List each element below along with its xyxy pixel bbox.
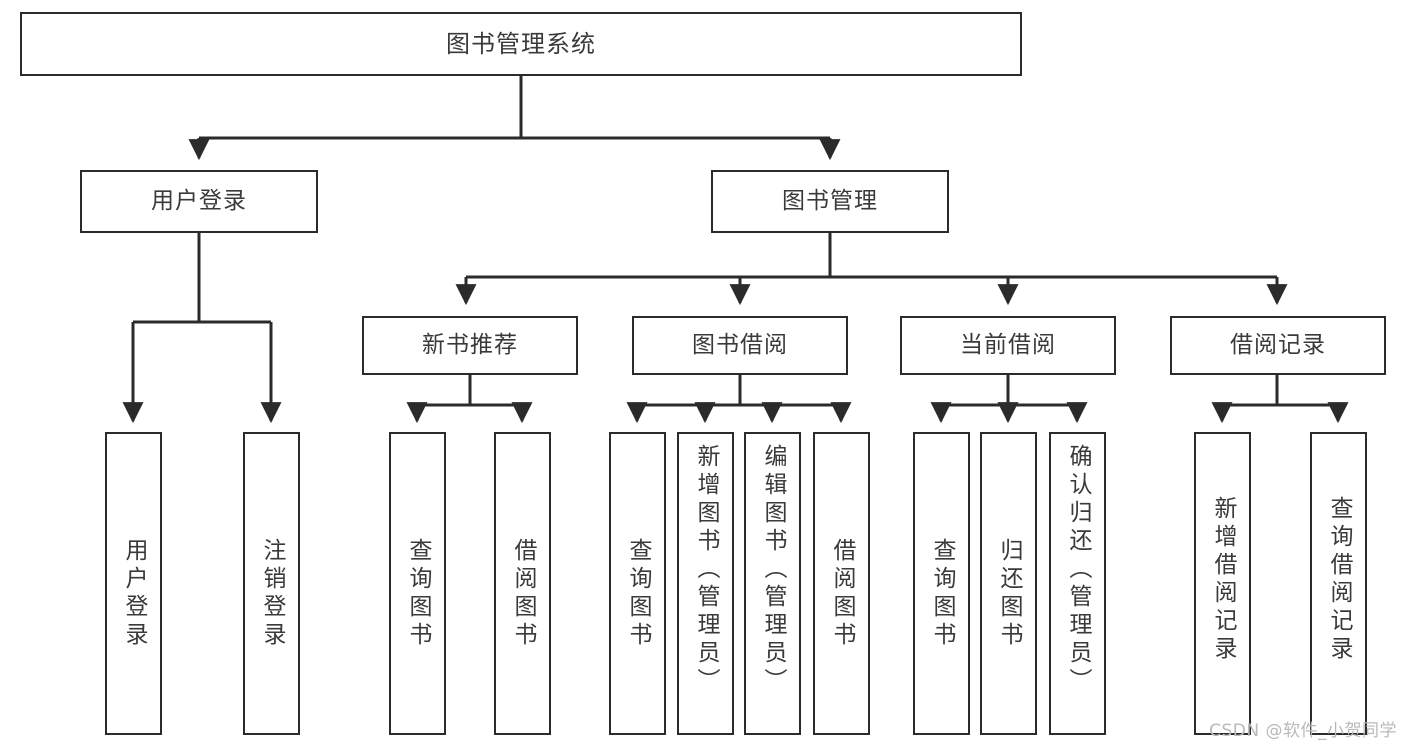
node-book-management[interactable]: 图书管理 xyxy=(711,170,949,233)
node-label: 借阅记录 xyxy=(1230,331,1326,358)
node-leaf-add-book-admin[interactable]: 新增图书（管理员） xyxy=(677,432,734,735)
node-leaf-logout[interactable]: 注销登录 xyxy=(243,432,300,735)
node-borrowing-record[interactable]: 借阅记录 xyxy=(1170,316,1386,375)
node-user-login[interactable]: 用户登录 xyxy=(80,170,318,233)
node-label: 新书推荐 xyxy=(422,331,518,358)
node-leaf-borrow-book-new[interactable]: 借阅图书 xyxy=(494,432,551,735)
node-label: 查询图书 xyxy=(625,538,651,650)
node-label: 图书管理 xyxy=(782,187,878,214)
node-leaf-confirm-return-admin[interactable]: 确认归还（管理员） xyxy=(1049,432,1106,735)
node-label: 借阅图书 xyxy=(510,538,536,650)
node-leaf-query-book-new[interactable]: 查询图书 xyxy=(389,432,446,735)
node-label: 新增借阅记录 xyxy=(1210,496,1236,664)
node-label: 查询借阅记录 xyxy=(1326,496,1352,664)
node-leaf-query-borrow-record[interactable]: 查询借阅记录 xyxy=(1310,432,1367,735)
node-label: 注销登录 xyxy=(259,538,285,650)
node-label: 借阅图书 xyxy=(829,538,855,650)
node-label: 图书管理系统 xyxy=(446,29,596,58)
node-leaf-add-borrow-record[interactable]: 新增借阅记录 xyxy=(1194,432,1251,735)
node-label: 图书借阅 xyxy=(692,331,788,358)
node-leaf-borrow-book[interactable]: 借阅图书 xyxy=(813,432,870,735)
node-leaf-query-book-borrow[interactable]: 查询图书 xyxy=(609,432,666,735)
node-label: 新增图书（管理员） xyxy=(693,444,719,696)
node-leaf-query-book-current[interactable]: 查询图书 xyxy=(913,432,970,735)
node-label: 当前借阅 xyxy=(960,331,1056,358)
node-root-book-management-system[interactable]: 图书管理系统 xyxy=(20,12,1022,76)
node-leaf-edit-book-admin[interactable]: 编辑图书（管理员） xyxy=(744,432,801,735)
node-label: 用户登录 xyxy=(121,538,147,650)
node-label: 查询图书 xyxy=(405,538,431,650)
node-label: 确认归还（管理员） xyxy=(1065,444,1091,696)
node-label: 用户登录 xyxy=(151,187,247,214)
node-new-book-recommendation[interactable]: 新书推荐 xyxy=(362,316,578,375)
node-label: 查询图书 xyxy=(929,538,955,650)
node-current-borrowing[interactable]: 当前借阅 xyxy=(900,316,1116,375)
node-label: 编辑图书（管理员） xyxy=(760,444,786,696)
watermark-text: CSDN @软件_小贺同学 xyxy=(1209,721,1397,741)
node-leaf-user-login[interactable]: 用户登录 xyxy=(105,432,162,735)
node-label: 归还图书 xyxy=(996,538,1022,650)
node-leaf-return-book[interactable]: 归还图书 xyxy=(980,432,1037,735)
node-book-borrowing[interactable]: 图书借阅 xyxy=(632,316,848,375)
